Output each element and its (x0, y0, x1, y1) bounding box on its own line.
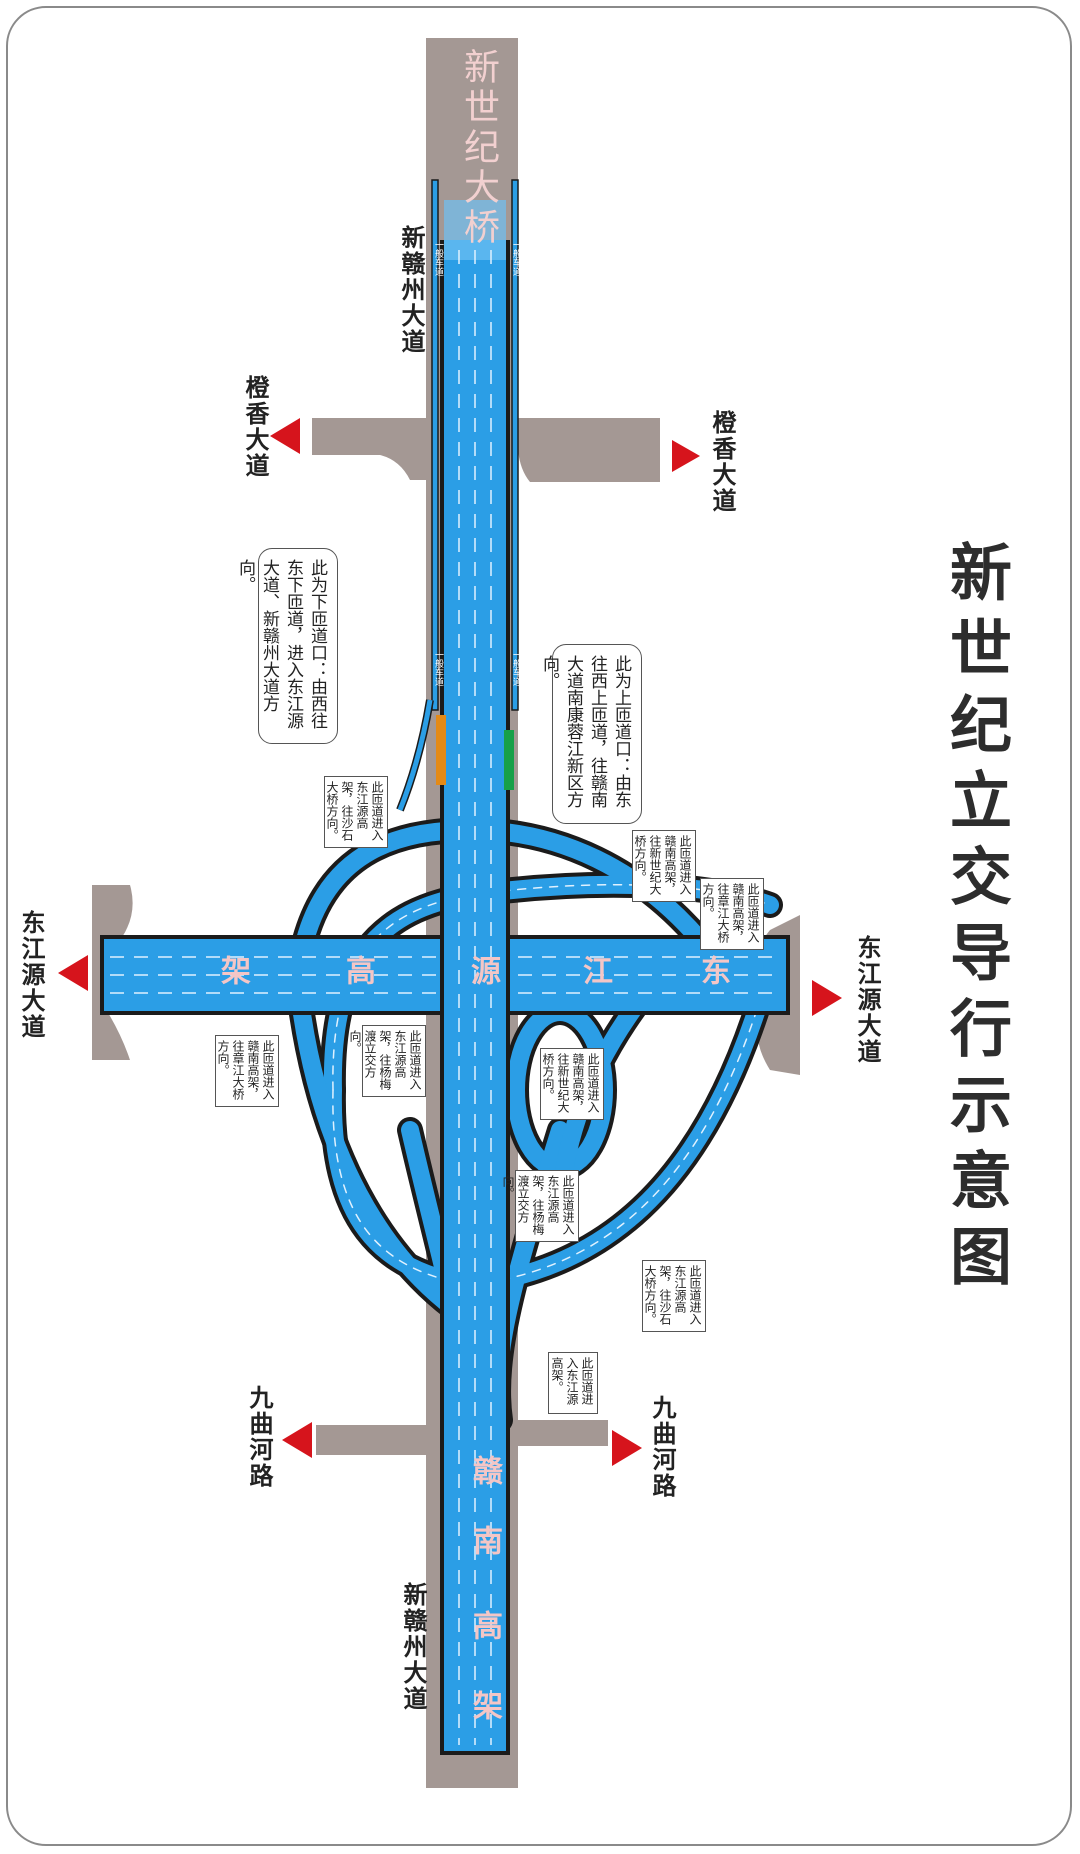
road-jiuqu-west (316, 1425, 428, 1455)
arrow-chengxiang-west (270, 418, 300, 454)
note-exit-ramp: 此为下匝道口：由西往东下匝道，进入东江源大道、新赣州大道方向。 (235, 548, 338, 744)
road-jiuqu-east (516, 1420, 608, 1446)
direction-arrows (58, 418, 842, 1466)
road-chengxiang-west (312, 418, 426, 480)
highway-char: 东 (695, 955, 730, 985)
arrow-jiuqu-east (612, 1430, 642, 1466)
label-chengxiang-east: 橙香大道 (708, 410, 736, 514)
highway-char: 高 (340, 955, 375, 985)
road-dongjiangyuan-west (92, 885, 133, 1060)
label-xinshiji-bridge: 新世纪大桥 (458, 48, 499, 248)
note-ramp: 此匝道进入赣南高架，往新世纪大桥方向。 (632, 830, 696, 902)
label-jiuqu-east: 九曲河路 (648, 1395, 676, 1499)
note-ramp: 此匝道进入赣南高架，往章江大桥方向。 (215, 1035, 279, 1107)
arrow-dongjiangyuan-east (812, 980, 842, 1016)
tag-general-lane: 一般车道 (433, 650, 443, 686)
tag-general-lane: 一般车道 (433, 240, 443, 276)
highway-char: 源 (465, 955, 500, 985)
gannan-elevated (396, 179, 519, 1755)
note-entry-ramp: 此为上匝道口：由东往西上匝道，往赣南大道南康蓉江新区方向。 (539, 644, 642, 824)
arrow-jiuqu-west (282, 1422, 312, 1458)
label-xinganzhou-north: 新赣州大道 (397, 225, 425, 355)
highway-char: 架 (467, 1690, 502, 1720)
label-xinganzhou-south: 新赣州大道 (399, 1582, 427, 1712)
arrow-dongjiangyuan-west (58, 955, 88, 991)
diagram-frame (6, 6, 1072, 1846)
label-dongjiangyuan-east: 东江源大道 (853, 935, 881, 1065)
arrow-chengxiang-east (672, 440, 700, 472)
tag-general-lane: 一般车道 (511, 240, 521, 276)
highway-char: 南 (467, 1525, 502, 1555)
note-ramp: 此匝道进入东江源高架。 (548, 1352, 598, 1414)
label-jiuqu-west: 九曲河路 (245, 1385, 273, 1489)
label-dongjiangyuan-west: 东江源大道 (17, 910, 45, 1040)
page-title: 新世纪立交导行示意图 (939, 540, 1012, 1300)
note-ramp: 此匝道进入东江源高架，往沙石大桥方向。 (642, 1260, 706, 1332)
note-ramp: 此匝道进入东江源高架，往杨梅渡立交方向。 (501, 1170, 579, 1242)
note-ramp: 此匝道进入赣南高架，往章江大桥方向。 (700, 878, 764, 950)
highway-char: 架 (215, 955, 250, 985)
label-chengxiang-west: 橙香大道 (241, 375, 269, 479)
highway-char: 高 (467, 1610, 502, 1640)
tag-general-lane: 一般车道 (511, 650, 521, 686)
note-ramp: 此匝道进入东江源高架，往杨梅渡立交方向。 (348, 1025, 426, 1097)
highway-char: 江 (577, 955, 612, 985)
entry-ramp-marker (504, 730, 514, 790)
highway-char: 赣 (467, 1455, 502, 1485)
note-ramp: 此匝道进入赣南高架，往新世纪大桥方向。 (540, 1048, 604, 1120)
road-chengxiang-east (518, 418, 660, 482)
exit-ramp-marker (436, 715, 446, 785)
note-ramp: 此匝道进入东江源高架，往沙石大桥方向。 (324, 776, 388, 848)
